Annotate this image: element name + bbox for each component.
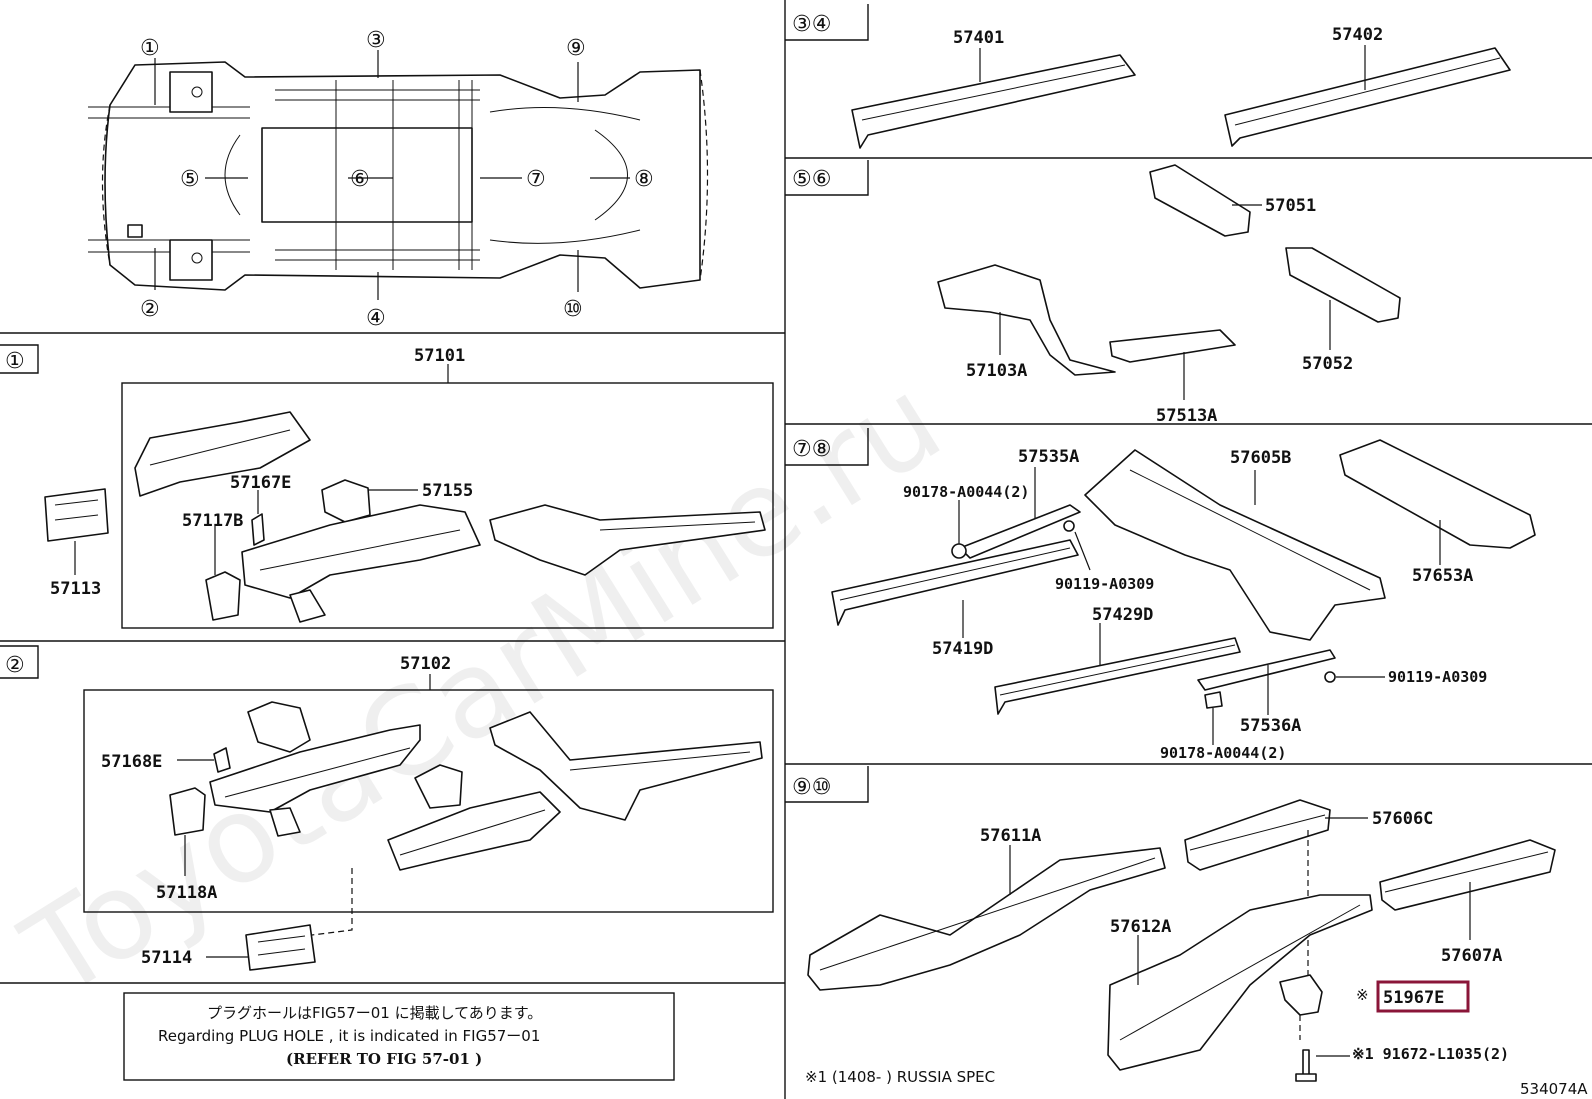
section-label-7-8: ⑦⑧ — [792, 437, 831, 462]
section-label-2: ② — [5, 653, 25, 678]
label-90178-A0044-upper: 90178-A0044(2) — [903, 483, 1029, 501]
label-57101: 57101 — [414, 346, 465, 366]
label-57429D: 57429D — [1092, 605, 1153, 625]
label-57606C: 57606C — [1372, 809, 1433, 829]
overview-callout-6: ⑥ — [350, 167, 370, 192]
overview-callout-5: ⑤ — [180, 167, 200, 192]
section-3-4-parts — [851, 45, 1511, 149]
section-2-parts — [169, 674, 763, 971]
section-1-parts — [44, 364, 766, 623]
section-label-9-10: ⑨⑩ — [792, 775, 831, 800]
section-7-8-parts — [831, 439, 1536, 745]
label-91672-L1035: ※1 91672-L1035(2) — [1352, 1045, 1509, 1063]
highlight-51967E — [1376, 980, 1470, 1013]
label-57114: 57114 — [141, 948, 192, 968]
plug-hole-note-box — [123, 992, 675, 1081]
label-57113: 57113 — [50, 579, 101, 599]
label-57653A: 57653A — [1412, 566, 1473, 586]
label-57052: 57052 — [1302, 354, 1353, 374]
section-label-1: ① — [5, 349, 25, 374]
label-90119-A0309-lower: 90119-A0309 — [1388, 668, 1487, 686]
label-57513A: 57513A — [1156, 406, 1217, 426]
label-57402: 57402 — [1332, 25, 1383, 45]
label-57118A: 57118A — [156, 883, 217, 903]
frame-overview — [88, 50, 709, 300]
label-57103A: 57103A — [966, 361, 1027, 381]
overview-callout-9: ⑨ — [566, 36, 586, 61]
label-57419D: 57419D — [932, 639, 993, 659]
overview-callout-4: ④ — [366, 306, 386, 331]
label-90119-A0309-upper: 90119-A0309 — [1055, 575, 1154, 593]
mark-51967E: ※ — [1356, 986, 1369, 1004]
label-57612A: 57612A — [1110, 917, 1171, 937]
note-line-1: プラグホールはFIG57ー01 に掲載してあります。 — [207, 1004, 542, 1022]
spec-note: ※1 (1408- ) RUSSIA SPEC — [805, 1068, 995, 1086]
label-57167E: 57167E — [230, 473, 291, 493]
section-5-6-parts — [937, 164, 1401, 400]
label-57536A: 57536A — [1240, 716, 1301, 736]
figure-id: 534074A — [1520, 1080, 1588, 1098]
label-57607A: 57607A — [1441, 946, 1502, 966]
overview-callout-2: ② — [140, 297, 160, 322]
label-57155: 57155 — [422, 481, 473, 501]
label-57051: 57051 — [1265, 196, 1316, 216]
label-57535A: 57535A — [1018, 447, 1079, 467]
label-57102: 57102 — [400, 654, 451, 674]
overview-callout-10: ⑩ — [563, 297, 583, 322]
overview-callout-8: ⑧ — [634, 167, 654, 192]
section-9-10-parts — [807, 799, 1556, 1082]
section-label-5-6: ⑤⑥ — [792, 167, 831, 192]
overview-callout-1: ① — [140, 36, 160, 61]
note-line-2: Regarding PLUG HOLE , it is indicated in… — [158, 1027, 540, 1045]
label-51967E[interactable]: 51967E — [1383, 988, 1444, 1008]
overview-callout-3: ③ — [366, 28, 386, 53]
section-label-3-4: ③④ — [792, 12, 831, 37]
label-90178-A0044-lower: 90178-A0044(2) — [1160, 744, 1286, 762]
label-57168E: 57168E — [101, 752, 162, 772]
note-line-3: (REFER TO FIG 57-01 ) — [286, 1050, 482, 1068]
label-57605B: 57605B — [1230, 448, 1291, 468]
overview-callout-7: ⑦ — [526, 167, 546, 192]
label-57401: 57401 — [953, 28, 1004, 48]
label-57117B: 57117B — [182, 511, 243, 531]
label-57611A: 57611A — [980, 826, 1041, 846]
